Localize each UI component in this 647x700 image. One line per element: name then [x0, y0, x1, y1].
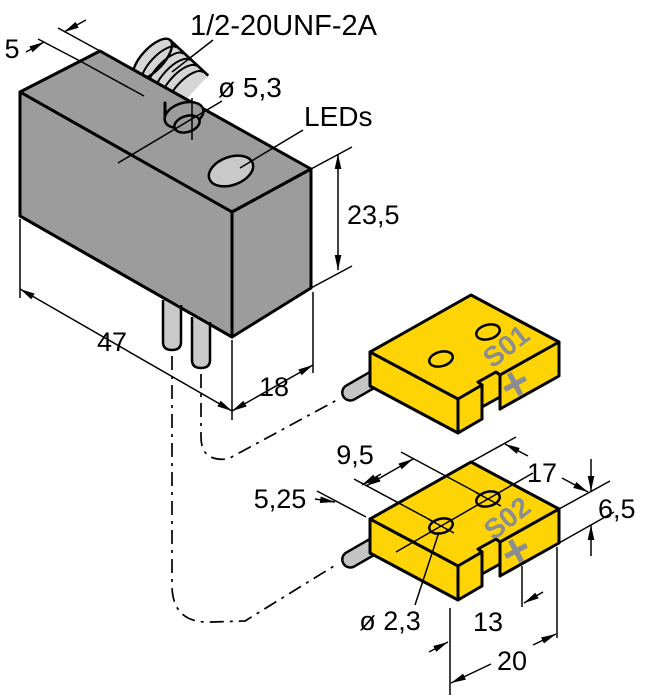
thread-spec-label: 1/2-20UNF-2A	[190, 10, 378, 42]
dim-label-20: 20	[497, 646, 527, 676]
dim-flange-5: 5	[4, 19, 101, 64]
wire-connector-pin-to-s01	[200, 374, 338, 461]
dim-label-5: 5	[4, 34, 19, 64]
dim-label-hole-dia: ø 5,3	[218, 72, 282, 103]
sensor-block-s01: S01 +	[337, 293, 561, 435]
dim-label-23-5: 23,5	[347, 200, 400, 230]
dim-base-length-20: 20	[450, 547, 558, 684]
dim-label-47: 47	[97, 327, 127, 357]
dim-label-5-25: 5,25	[254, 484, 307, 514]
dim-thread-spec: 1/2-20UNF-2A	[171, 10, 378, 73]
dim-hole-dia-2-3: ø 2,3	[359, 531, 440, 636]
dim-mount-hole: ø 5,3	[117, 72, 282, 164]
terminal-pin	[190, 317, 212, 370]
sensor-block-s02: S02 +	[337, 460, 561, 602]
leds-label: LEDs	[304, 101, 372, 132]
dim-label-9-5: 9,5	[336, 440, 374, 470]
dim-label-13: 13	[473, 607, 503, 637]
dim-label-17: 17	[527, 458, 557, 488]
dim-slot-13: 13	[428, 566, 544, 695]
wire-connector-pin-to-s02	[171, 356, 335, 623]
main-sensor-body	[18, 37, 313, 370]
mount-hole-recess	[163, 98, 205, 140]
dim-leds: LEDs	[239, 101, 372, 169]
dim-hole-offset-5-25: 5,25	[254, 473, 382, 518]
dim-height-23-5: 23,5	[310, 146, 400, 289]
dim-label-2-3: ø 2,3	[359, 606, 421, 636]
dim-depth-18: 18	[231, 292, 314, 412]
dim-label-6-5: 6,5	[598, 494, 636, 524]
dim-thickness-6-5: 6,5	[558, 459, 636, 556]
top-flange-crease	[79, 60, 145, 97]
dim-top-length-17: 17	[470, 436, 611, 510]
led-indicator	[207, 154, 255, 188]
dim-label-18: 18	[259, 372, 289, 402]
